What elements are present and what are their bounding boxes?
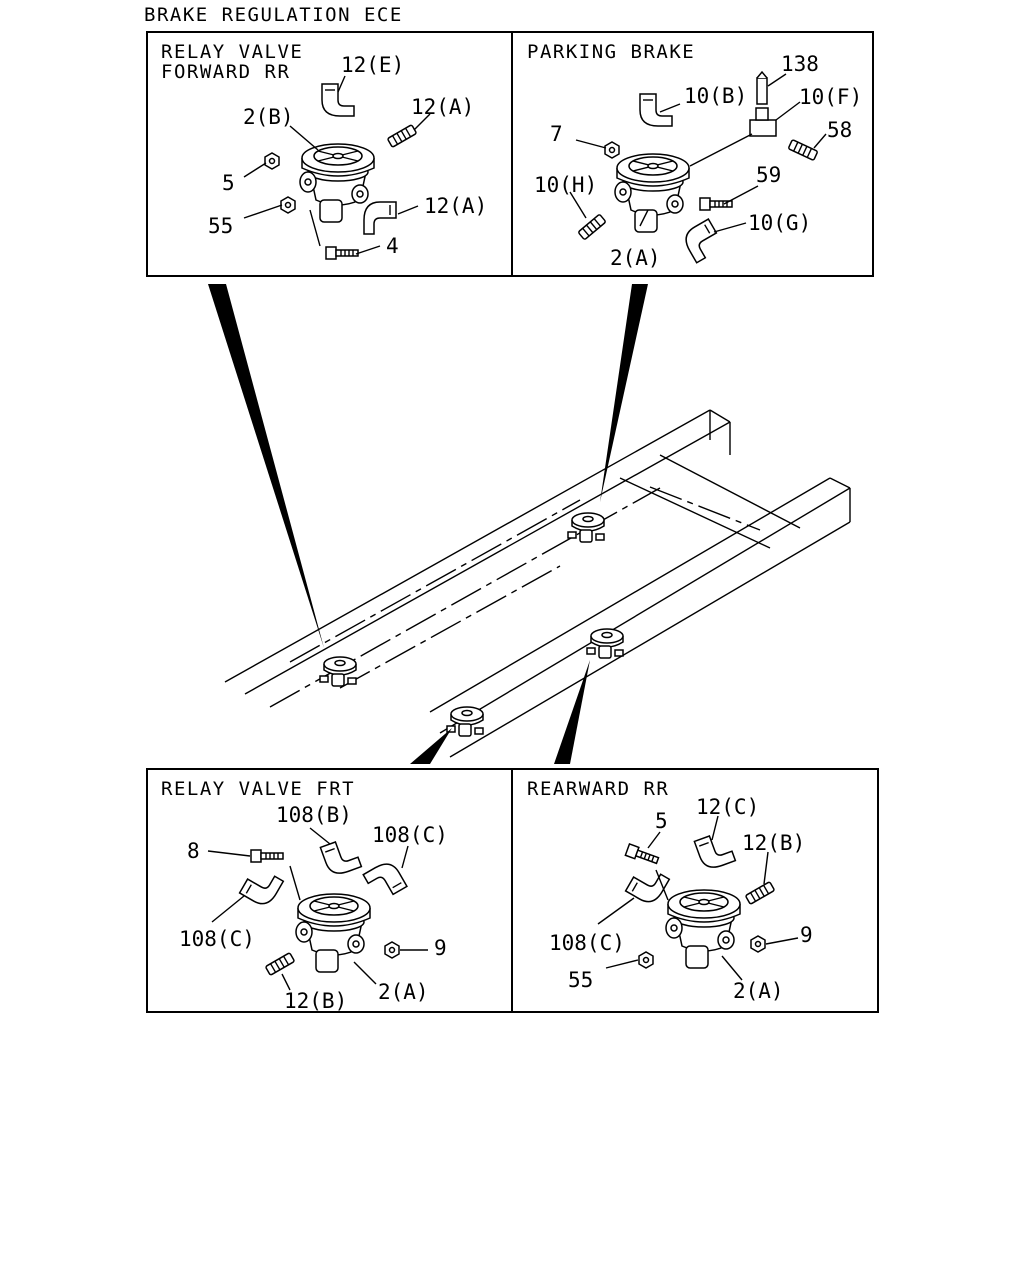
elbow-fitting-12e: [321, 83, 355, 117]
panel-parking-brake: PARKING BRAKE 138 10(B) 10(F) 7 58 59: [527, 41, 862, 270]
label-108b: 108(B): [276, 803, 352, 827]
label-2a: 2(A): [378, 980, 429, 1004]
nut-7: [604, 141, 620, 159]
label-2b: 2(B): [243, 105, 294, 129]
panel-title-line2: FORWARD RR: [161, 61, 290, 83]
front-valve-body: [295, 893, 371, 973]
label-58: 58: [827, 118, 852, 142]
label-7: 7: [550, 122, 563, 146]
label-2a: 2(A): [733, 979, 784, 1003]
elbow-fitting-108b: [319, 835, 363, 879]
bolt-8: [250, 849, 284, 863]
chassis-valve-rearward-rr: [586, 628, 624, 659]
label-10h: 10(H): [534, 173, 597, 197]
bottom-panels-frame: [146, 768, 879, 1013]
rearward-valve-body: [665, 889, 741, 969]
leader-forward-rr: [208, 284, 324, 648]
panel-title: RELAY VALVE FRT: [161, 778, 355, 800]
plug-55: [280, 196, 296, 214]
label-10g: 10(G): [748, 211, 811, 235]
label-9: 9: [434, 936, 447, 960]
panel-relay-valve-frt: RELAY VALVE FRT 108(B) 108(C) 8 108(C) 9…: [161, 778, 448, 1013]
label-138: 138: [781, 52, 819, 76]
label-10b: 10(B): [684, 84, 747, 108]
label-5: 5: [222, 171, 235, 195]
plug-55: [638, 951, 654, 969]
label-9: 9: [800, 923, 813, 947]
label-12b: 12(B): [284, 989, 347, 1013]
panel-title: REARWARD RR: [527, 778, 669, 800]
fitting-138: [756, 70, 768, 105]
leader-parking: [600, 284, 648, 502]
top-panels-frame: [146, 31, 874, 277]
label-10f: 10(F): [799, 85, 862, 109]
elbow-fitting-12a-lower: [363, 201, 397, 235]
nut-9: [750, 935, 766, 953]
bolt-5: [624, 843, 661, 867]
label-12a-lower: 12(A): [424, 194, 487, 218]
label-12e: 12(E): [341, 53, 404, 77]
tee-fitting-10f: [749, 107, 777, 137]
panel-title-line1: RELAY VALVE: [161, 41, 303, 63]
label-55: 55: [568, 968, 593, 992]
label-4: 4: [386, 234, 399, 258]
fitting-12b: [264, 951, 296, 977]
label-12b: 12(B): [742, 831, 805, 855]
panel-relay-valve-forward-rr: RELAY VALVE FORWARD RR 12(E) 12(A) 2(B) …: [161, 41, 487, 260]
fitting-12a-upper: [386, 123, 418, 149]
chassis-frame: [208, 284, 851, 764]
label-5: 5: [655, 809, 668, 833]
panel-title: PARKING BRAKE: [527, 41, 695, 63]
fitting-58: [787, 138, 819, 162]
panel-rearward-rr: REARWARD RR 12(C) 5 12(B) 108(C) 9 55 2(…: [527, 778, 813, 1003]
elbow-fitting-108c-right: [362, 857, 408, 904]
leader-rearward-rr: [554, 660, 590, 764]
fitting-12b: [744, 880, 776, 906]
label-59: 59: [756, 163, 781, 187]
relay-valve-body: [299, 143, 375, 223]
label-108c-right: 108(C): [372, 823, 448, 847]
diagram-title: BRAKE REGULATION ECE: [144, 4, 403, 26]
bolt-59: [699, 197, 733, 211]
label-55: 55: [208, 214, 233, 238]
fitting-10h: [577, 213, 607, 241]
label-12c: 12(C): [696, 795, 759, 819]
label-8: 8: [187, 839, 200, 863]
label-12a-upper: 12(A): [411, 95, 474, 119]
chassis-valve-front: [446, 706, 484, 737]
label-108c-left: 108(C): [179, 927, 255, 951]
nut-9: [384, 941, 400, 959]
elbow-fitting-10b: [639, 93, 673, 127]
chassis-valve-forward-rr: [319, 656, 357, 687]
label-108c: 108(C): [549, 931, 625, 955]
elbow-fitting-12c: [693, 829, 737, 873]
chassis-valve-parking: [567, 512, 605, 543]
elbow-fitting-108c-left: [238, 864, 285, 910]
label-2a: 2(A): [610, 246, 661, 270]
parking-valve-body: [614, 153, 690, 233]
bolt-4: [325, 246, 359, 260]
leader-front: [410, 728, 452, 764]
nut-5: [264, 152, 280, 170]
elbow-fitting-10g: [679, 218, 726, 264]
